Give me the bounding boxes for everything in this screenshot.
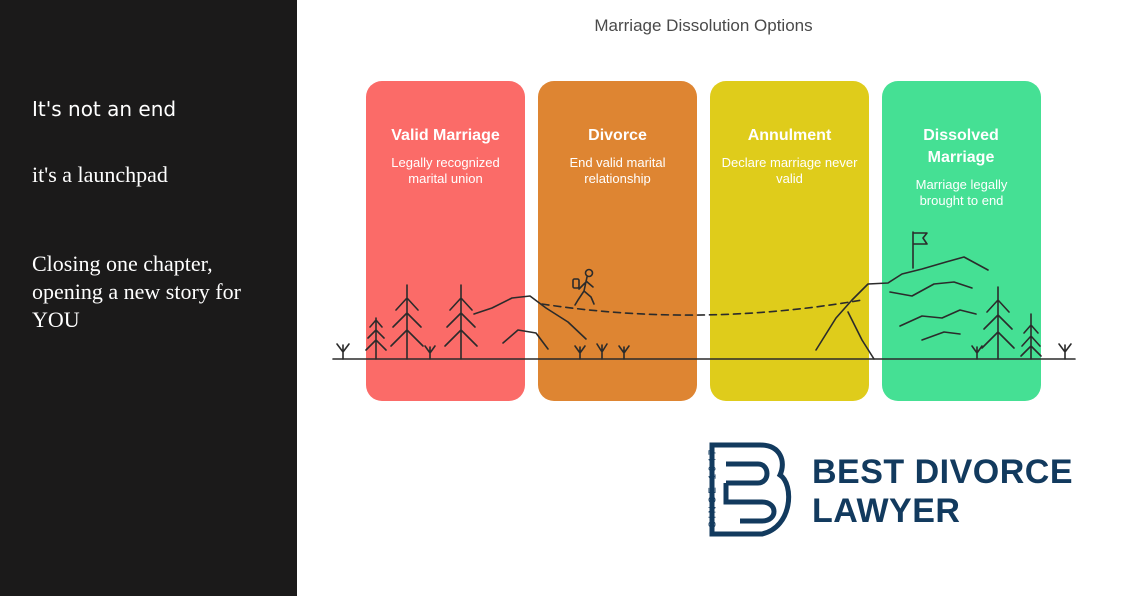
tree-icon <box>365 284 1042 360</box>
tagline-line-2: it's a launchpad <box>32 162 168 187</box>
mountain-icon <box>473 256 989 360</box>
card-title: Valid Marriage <box>391 127 500 144</box>
card-title: Annulment <box>747 127 832 144</box>
hiker-icon <box>572 268 595 306</box>
diagram-title: Marriage Dissolution Options <box>594 16 813 35</box>
tagline-line-3: Closing one chapter, opening a new story… <box>32 251 241 332</box>
card-description: End valid marital relationship <box>569 155 666 186</box>
brand-name-line-1: BEST DIVORCE <box>812 453 1074 491</box>
card-valid-marriage: Valid Marriage Legally recognized marita… <box>366 81 525 401</box>
since-year-label: SINCE 1947 <box>707 447 719 528</box>
card-title: Dissolved Marriage <box>923 127 999 166</box>
card-description: Declare marriage never valid <box>721 155 858 186</box>
card-annulment: Annulment Declare marriage never valid <box>710 81 869 401</box>
card-title: Divorce <box>588 127 647 144</box>
brand-name-line-2: LAWYER <box>812 492 961 530</box>
b-monogram-icon <box>709 442 792 537</box>
card-description: Legally recognized marital union <box>391 155 500 186</box>
journey-path <box>541 299 863 316</box>
card-divorce: Divorce End valid marital relationship <box>538 81 697 401</box>
sidebar: It's not an end it's a launchpad Closing… <box>0 0 297 596</box>
card-description: Marriage legally brought to end <box>915 177 1008 208</box>
grass-icon <box>336 343 1072 360</box>
tagline-line-1: It's not an end <box>32 97 177 121</box>
flag-icon <box>912 231 928 269</box>
